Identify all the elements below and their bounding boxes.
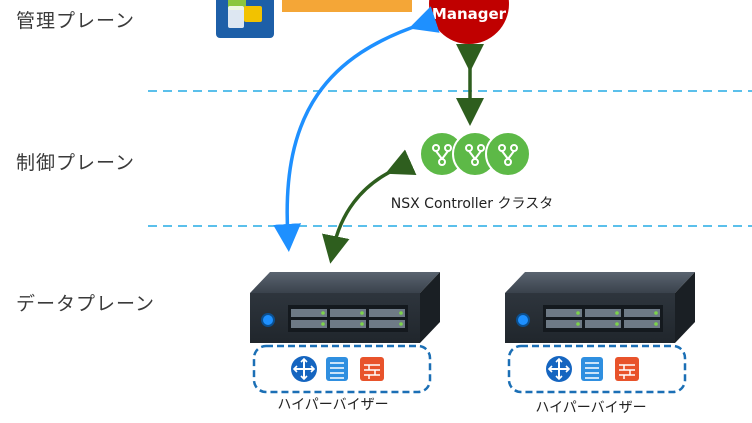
- switch-icon: [581, 357, 603, 381]
- management-plane-label: 管理プレーン: [16, 10, 136, 32]
- controller-caption: NSX Controller クラスタ: [391, 196, 553, 212]
- manager-hypervisor-arrow: [273, 6, 440, 252]
- firewall-icon: [615, 357, 639, 381]
- nsx-manager-node: [429, 0, 509, 44]
- orange-link-arrow: [282, 0, 412, 12]
- server-icon-1: [250, 272, 440, 343]
- hypervisor-box-2: [507, 344, 687, 394]
- server-icon-2: [505, 272, 695, 343]
- hypervisor-box-1: [252, 344, 432, 394]
- router-icon: [291, 356, 317, 382]
- switch-icon: [326, 357, 348, 381]
- manager-label: Manager: [432, 5, 507, 23]
- data-plane-label: データプレーン: [16, 293, 156, 315]
- control-plane-label: 制御プレーン: [16, 152, 136, 174]
- nsx-controller-cluster-icon: [419, 131, 531, 177]
- vsphere-icon: [216, 0, 274, 38]
- router-icon: [546, 356, 572, 382]
- controller-hypervisor-arrow: [322, 149, 417, 264]
- firewall-icon: [360, 357, 384, 381]
- hypervisor-caption-2: ハイパーバイザー: [535, 400, 646, 416]
- hypervisor-caption-1: ハイパーバイザー: [277, 397, 388, 413]
